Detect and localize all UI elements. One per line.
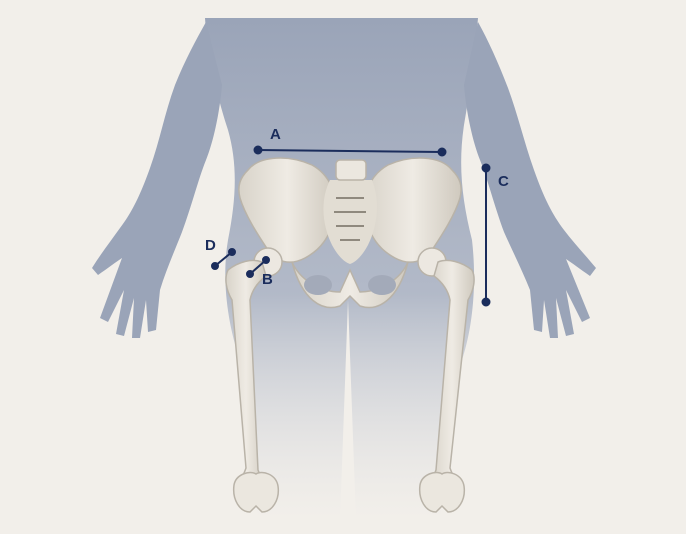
- left-femoral-condyles: [234, 472, 279, 512]
- right-obturator-foramen: [368, 275, 396, 295]
- left-obturator-foramen: [304, 275, 332, 295]
- measure-point-c-top: [483, 165, 490, 172]
- measure-point-d-bottom: [212, 263, 218, 269]
- measure-point-b-bottom: [247, 271, 253, 277]
- measure-point-d-top: [229, 249, 235, 255]
- label-a: A: [270, 126, 281, 143]
- measure-point-a-right: [439, 149, 446, 156]
- right-femoral-condyles: [420, 472, 465, 512]
- lumbar-vertebra: [336, 160, 366, 180]
- label-c: C: [498, 173, 509, 190]
- label-b: B: [262, 271, 273, 288]
- measure-point-c-bottom: [483, 299, 490, 306]
- measure-point-b-top: [263, 257, 269, 263]
- measure-point-a-left: [255, 147, 262, 154]
- label-d: D: [205, 237, 216, 254]
